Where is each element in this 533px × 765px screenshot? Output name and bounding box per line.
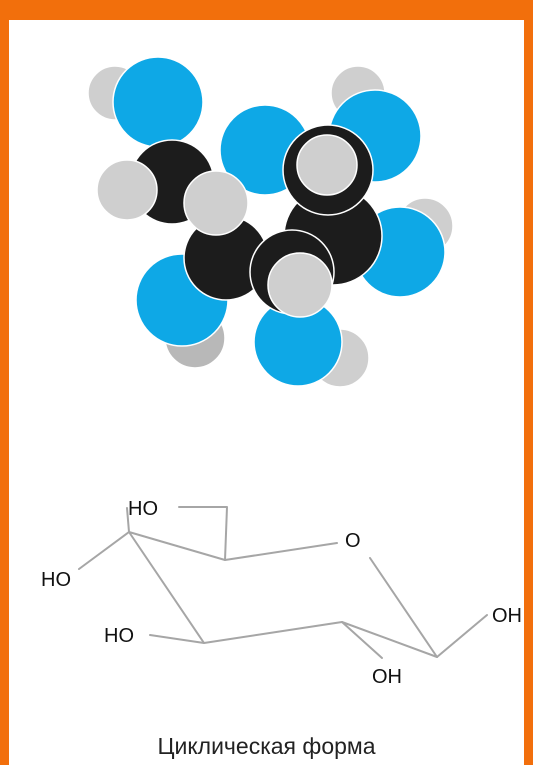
- ring-bond: [369, 557, 438, 658]
- frame-left-border: [0, 0, 9, 765]
- substituent-bond: [341, 621, 383, 659]
- ring-bond: [128, 531, 438, 658]
- label-ho-middle: HO: [104, 625, 134, 647]
- label-ho-top: HO: [128, 498, 158, 520]
- hydrogen-atom: [183, 170, 249, 236]
- frame-right-border: [524, 0, 533, 765]
- hydrogen-atom: [267, 252, 333, 318]
- ring-bond: [128, 531, 338, 561]
- frame-top-border: [0, 0, 533, 20]
- label-ring-oxygen: O: [345, 530, 361, 552]
- label-oh-right: OH: [492, 605, 522, 627]
- space-filling-model: [87, 56, 454, 388]
- label-ho-left: HO: [41, 569, 71, 591]
- substituent-bond: [78, 531, 130, 570]
- substituent-bond: [178, 506, 228, 561]
- substituent-bond: [126, 507, 130, 533]
- hydrogen-atom: [96, 159, 158, 221]
- substituent-bond: [149, 634, 205, 644]
- substituent-bond: [436, 614, 488, 658]
- hydrogen-atom: [296, 134, 358, 196]
- label-oh-bottom: OH: [372, 666, 402, 688]
- figure-caption: Циклическая форма: [157, 733, 376, 759]
